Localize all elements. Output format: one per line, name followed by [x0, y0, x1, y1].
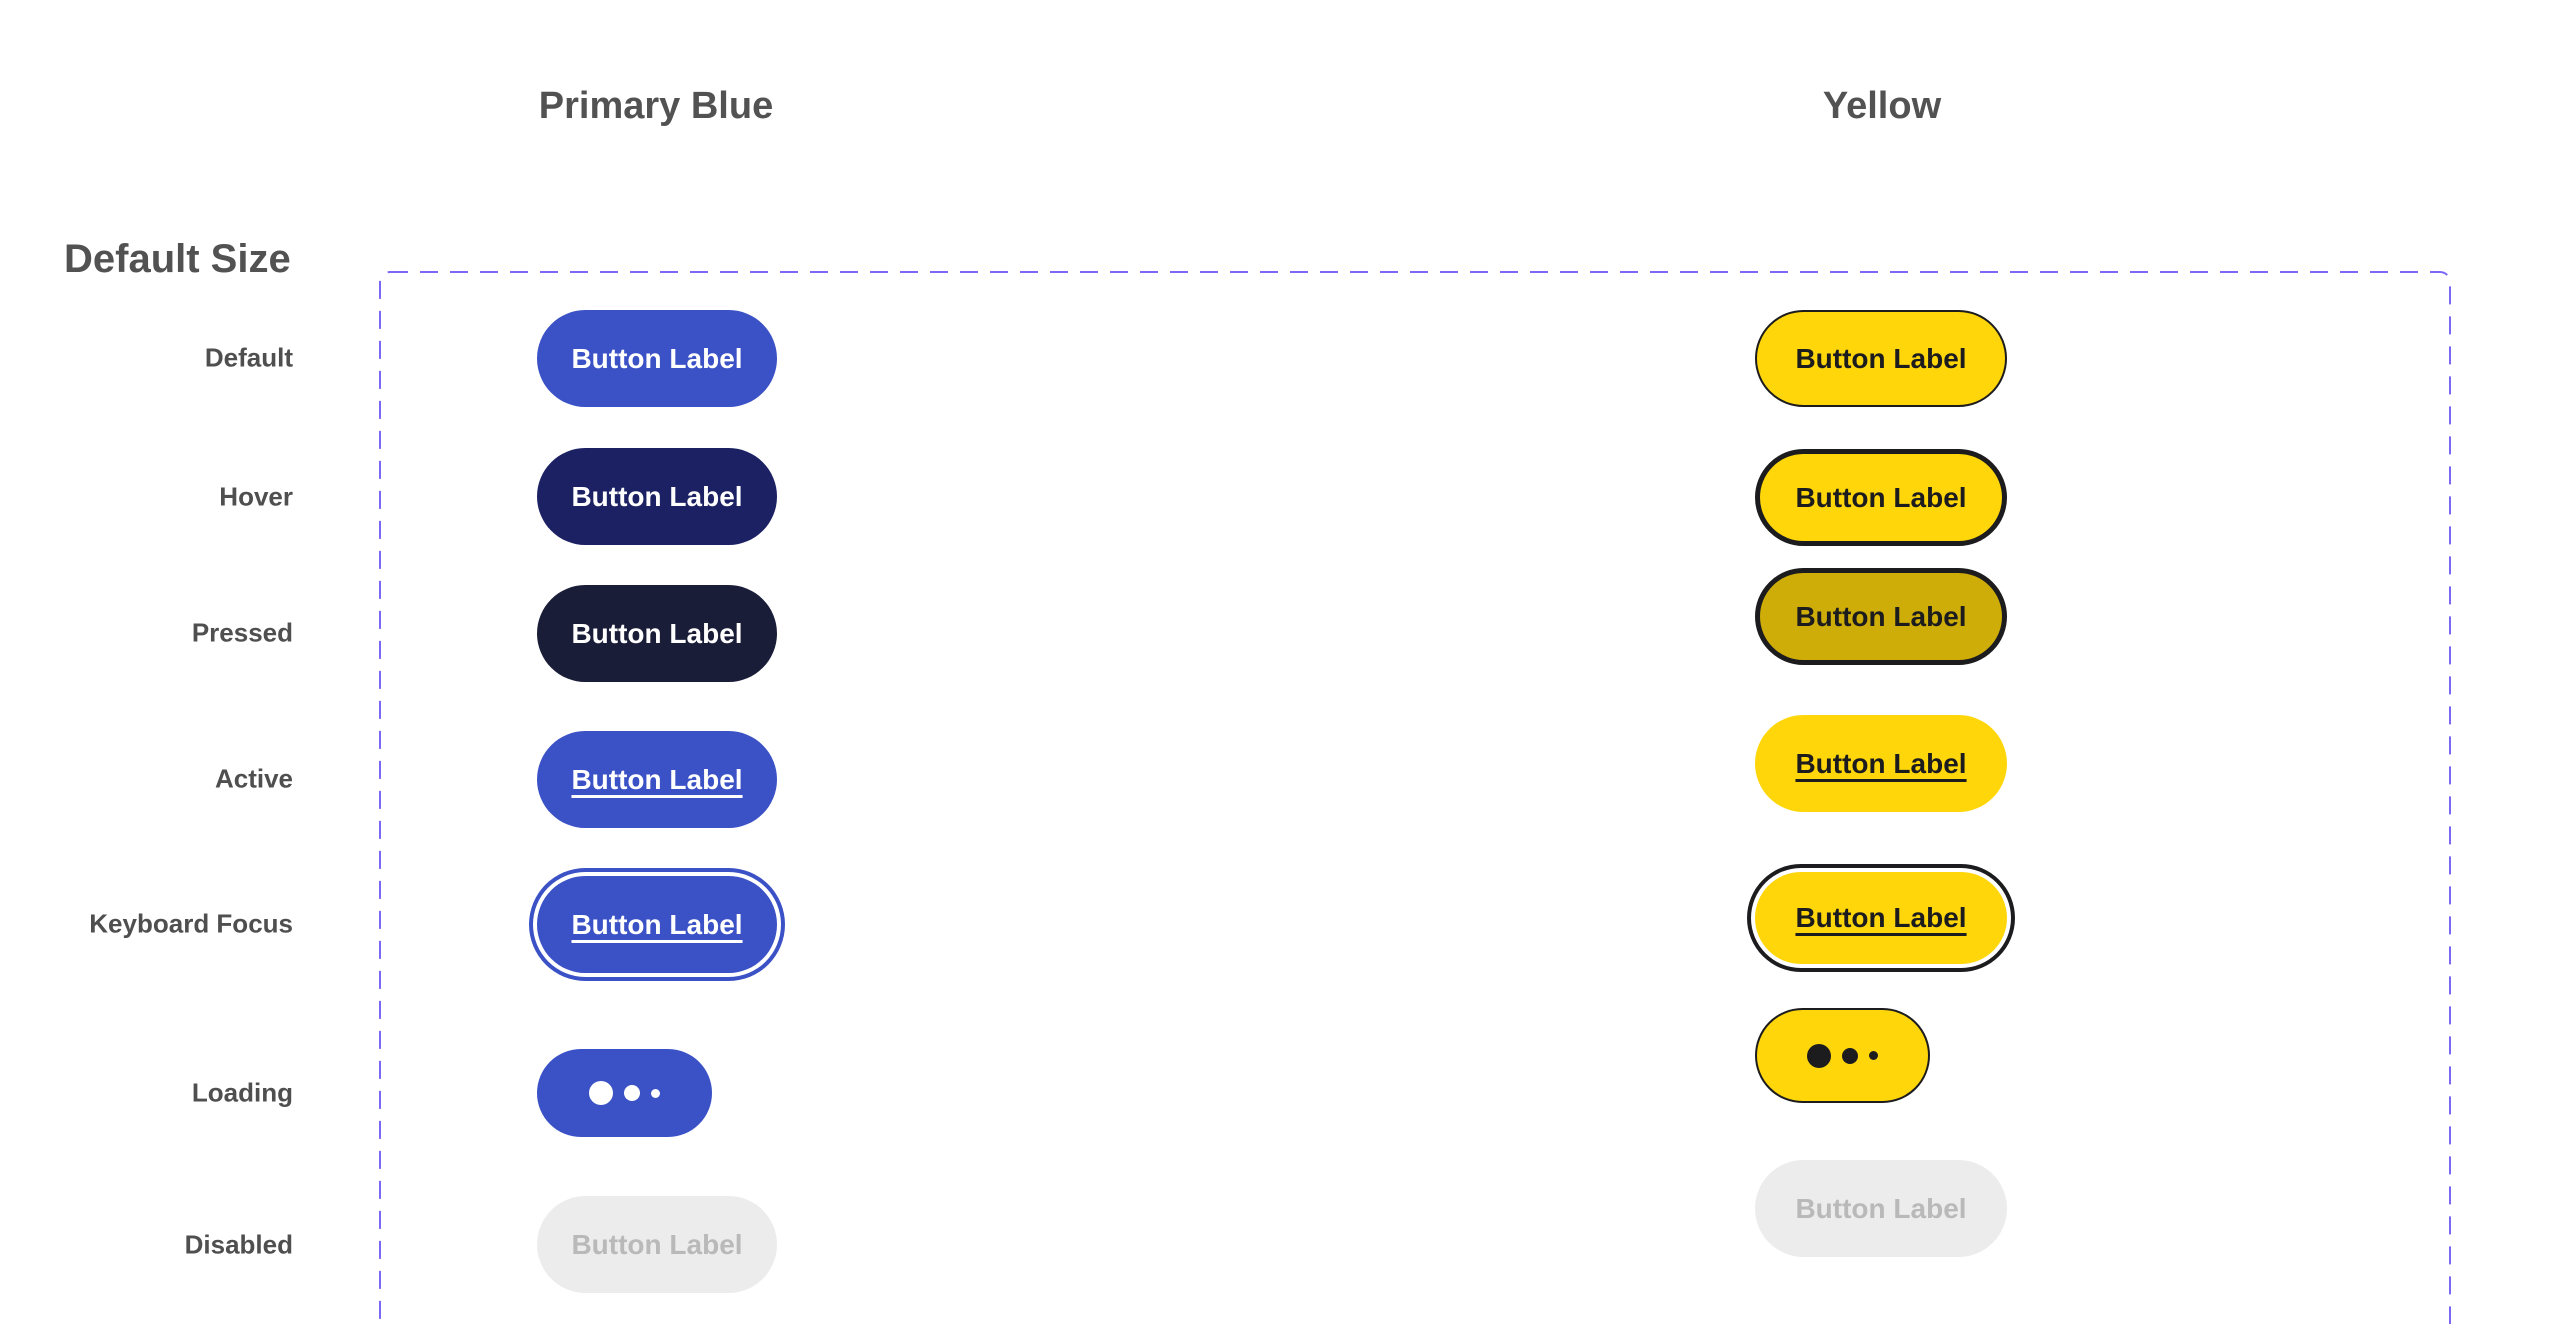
- primary-blue-disabled-button: Button Label: [537, 1196, 777, 1293]
- yellow-hover-button[interactable]: Button Label: [1755, 449, 2007, 546]
- button-label-text: Button Label: [571, 908, 743, 940]
- loading-dot: [589, 1081, 613, 1105]
- yellow-loading-button[interactable]: [1755, 1008, 1930, 1103]
- primary-blue-active-button[interactable]: Button Label: [537, 731, 777, 828]
- row-label-hover: Hover: [219, 481, 293, 512]
- button-label-text: Button Label: [1795, 342, 1967, 374]
- loading-dots: [589, 1081, 660, 1105]
- button-label-text: Button Label: [1795, 1192, 1967, 1224]
- loading-dot: [651, 1088, 660, 1098]
- row-label-active: Active: [214, 763, 293, 794]
- component-selection-frame: [379, 271, 2451, 1324]
- primary-blue-hover-button[interactable]: Button Label: [537, 448, 777, 545]
- button-label-text: Button Label: [1795, 600, 1967, 632]
- yellow-active-button[interactable]: Button Label: [1755, 715, 2007, 812]
- primary-blue-loading-button[interactable]: [537, 1049, 712, 1137]
- column-header-primary-blue: Primary Blue: [538, 85, 774, 127]
- button-label-text: Button Label: [1795, 902, 1967, 933]
- yellow-keyboard-focus-button[interactable]: Button Label: [1755, 872, 2007, 964]
- yellow-pressed-button[interactable]: Button Label: [1755, 568, 2007, 665]
- button-label-text: Button Label: [571, 1228, 743, 1260]
- loading-dot: [1807, 1043, 1831, 1068]
- primary-blue-pressed-button[interactable]: Button Label: [537, 585, 777, 682]
- section-title: Default Size: [64, 237, 291, 281]
- loading-dot: [624, 1085, 640, 1101]
- row-label-default: Default: [204, 342, 293, 373]
- button-label-text: Button Label: [571, 342, 743, 374]
- loading-dot: [1842, 1047, 1858, 1064]
- row-label-loading: Loading: [191, 1077, 293, 1108]
- row-label-disabled: Disabled: [184, 1229, 293, 1260]
- column-header-yellow: Yellow: [1822, 85, 1942, 127]
- yellow-disabled-button: Button Label: [1755, 1160, 2007, 1257]
- row-label-pressed: Pressed: [191, 617, 293, 648]
- button-label-text: Button Label: [1795, 481, 1967, 513]
- yellow-default-button[interactable]: Button Label: [1755, 310, 2007, 407]
- primary-blue-default-button[interactable]: Button Label: [537, 310, 777, 407]
- primary-blue-keyboard-focus-button[interactable]: Button Label: [537, 876, 777, 973]
- button-label-text: Button Label: [1795, 747, 1967, 779]
- row-label-keyboard-focus: Keyboard Focus: [89, 908, 293, 939]
- button-label-text: Button Label: [571, 617, 743, 649]
- button-label-text: Button Label: [571, 763, 743, 795]
- button-label-text: Button Label: [571, 480, 743, 512]
- loading-dot: [1869, 1051, 1878, 1060]
- loading-dots: [1807, 1043, 1878, 1068]
